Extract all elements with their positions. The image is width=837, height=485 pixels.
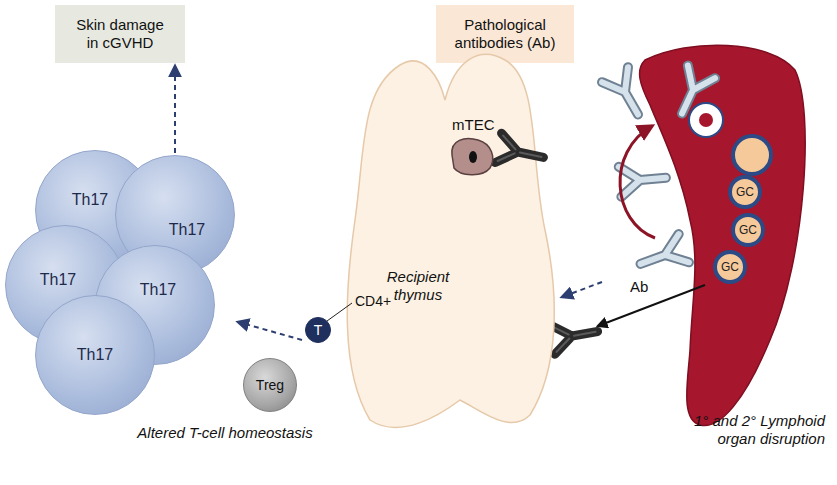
- antibody-label: Ab: [630, 278, 648, 296]
- node-label: Th17: [40, 270, 76, 289]
- mtec-nucleus: [469, 151, 477, 163]
- spleen-outline: [640, 45, 806, 425]
- node-label: Th17: [169, 220, 205, 239]
- antibody-light: [602, 67, 651, 122]
- germinal-center: GC: [731, 213, 765, 247]
- cell-type-label: mTEC: [452, 116, 495, 134]
- recycling-arrow: [620, 126, 655, 238]
- antibody-light: [619, 163, 667, 197]
- germinal-center-ring: [733, 136, 771, 174]
- germinal-center: GC: [713, 250, 747, 284]
- differentiation-arrow: [238, 322, 302, 340]
- thymus-outline: [330, 40, 565, 425]
- node-label: Skin damage in cGVHD: [71, 16, 169, 52]
- dashed-arrow: [174, 66, 176, 153]
- node-label: T: [314, 322, 323, 339]
- node-label: Th17: [72, 190, 108, 209]
- secretion-arrow: [598, 285, 705, 326]
- panel-caption: Altered T-cell homeostasis: [95, 424, 355, 442]
- leader-line: [327, 303, 352, 321]
- cause-box: Pathological antibodies (Ab): [436, 5, 574, 63]
- antibody-to-thymus-arrow: [562, 282, 602, 297]
- thymus-lobes: [347, 54, 554, 427]
- antibody-light: [668, 66, 715, 120]
- node-label: GC: [739, 223, 757, 237]
- th17-cell: Th17: [35, 295, 155, 415]
- treg-cell: Treg: [243, 358, 297, 412]
- node-label: Treg: [256, 377, 284, 394]
- antibody-dark: [550, 317, 601, 355]
- thymus-organ: Recipient thymusT: [330, 40, 565, 425]
- antibody-bound: [495, 133, 546, 172]
- cell-marker-label: CD4+: [353, 293, 393, 310]
- spleen-follicle: [689, 103, 723, 137]
- node-label: Pathological antibodies (Ab): [446, 16, 564, 52]
- panel-caption: 1° and 2° Lymphoid organ disruption: [660, 412, 825, 448]
- mtec-cell: [452, 139, 493, 175]
- t-cell: T: [305, 317, 331, 343]
- node-label: Th17: [140, 280, 176, 299]
- germinal-center: GC: [728, 175, 762, 209]
- antibody-light: [635, 234, 688, 278]
- outcome-box: Skin damage in cGVHD: [55, 5, 185, 63]
- node-label: GC: [736, 185, 754, 199]
- node-label: Th17: [77, 345, 113, 364]
- node-label: GC: [721, 260, 739, 274]
- spleen-follicle-center: [699, 113, 713, 127]
